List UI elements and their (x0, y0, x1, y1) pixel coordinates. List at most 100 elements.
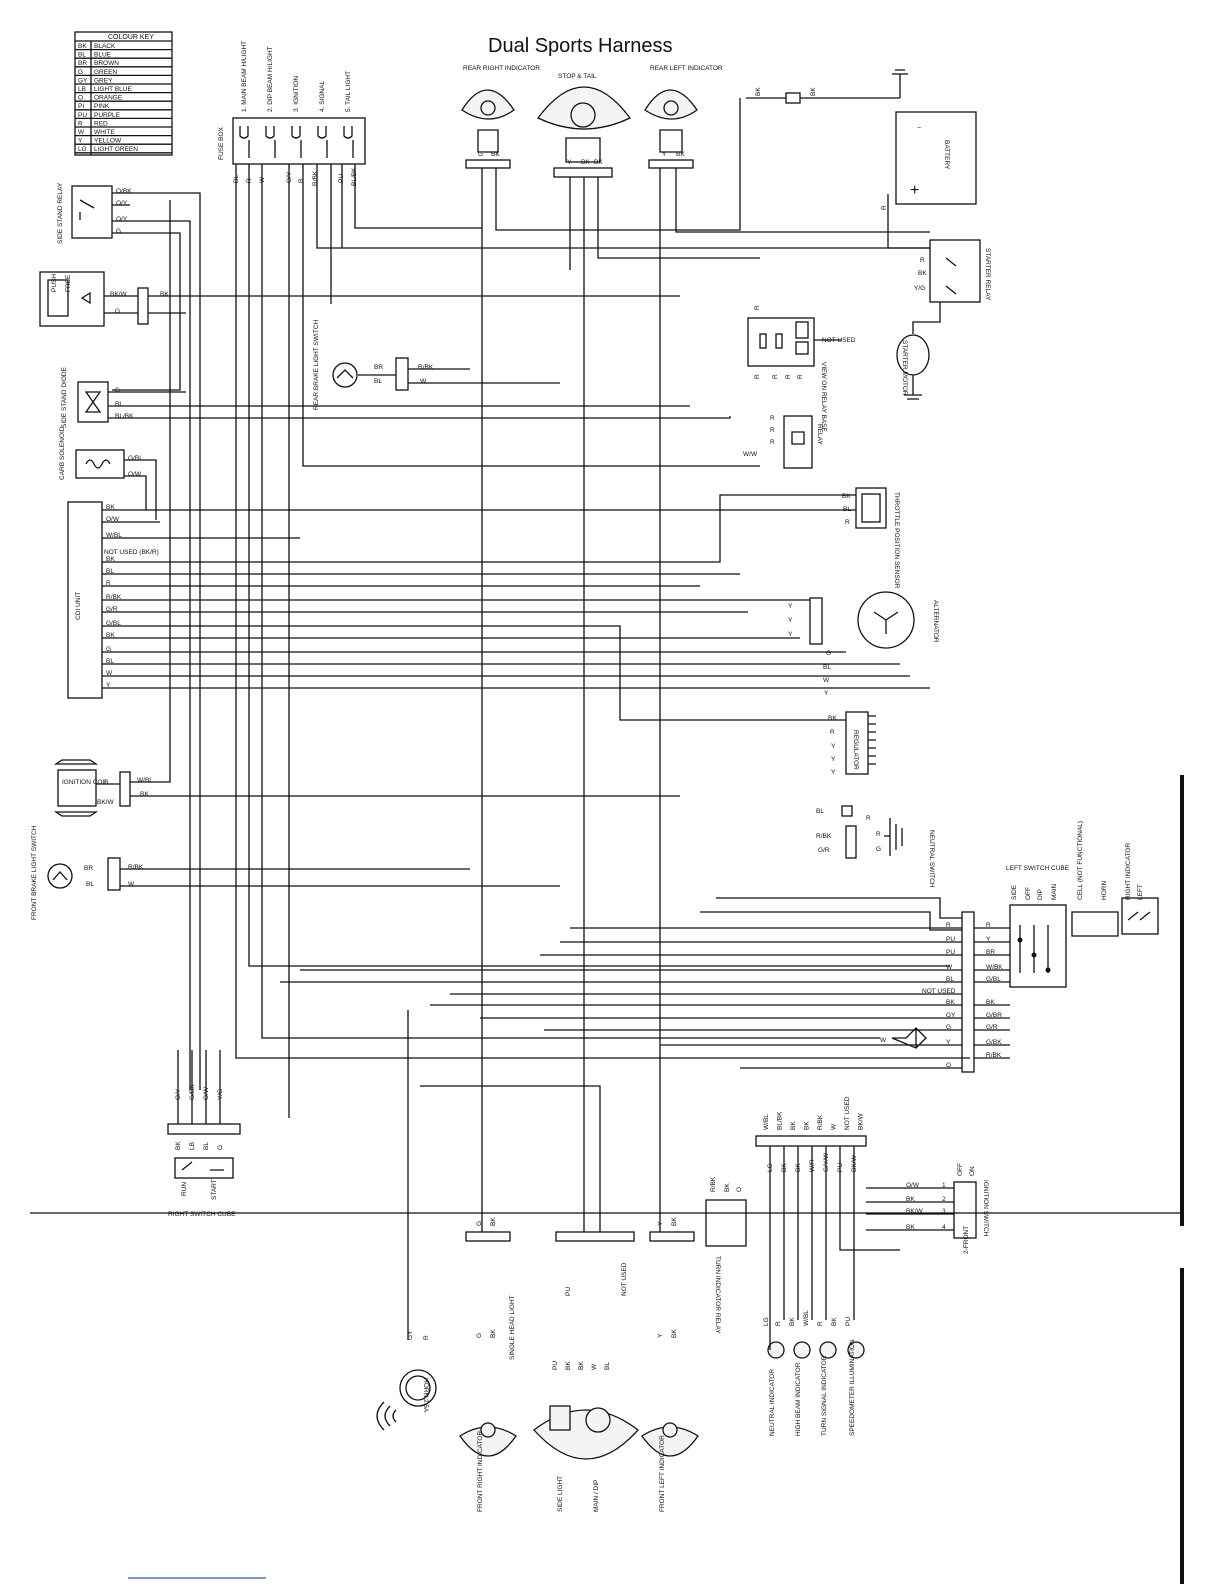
svg-text:Y/G: Y/G (914, 285, 925, 292)
colour-key-code: O (78, 95, 83, 102)
svg-text:BK: BK (491, 151, 500, 158)
svg-text:Y: Y (831, 756, 836, 763)
svg-text:BK: BK (828, 715, 837, 722)
colour-key-code: BR (78, 60, 87, 67)
colour-key-name: YELLOW (94, 138, 122, 145)
svg-text:Y: Y (788, 603, 793, 610)
colour-key-name: RED (94, 120, 108, 127)
svg-text:Y: Y (824, 690, 829, 697)
colour-key-name: LIGHT GREEN (94, 146, 138, 153)
colour-key-name: PINK (94, 103, 110, 110)
dash-wire-label: W/BL (803, 1310, 810, 1326)
lsc-out-wire: R/BK (986, 1052, 1002, 1059)
svg-text:BATTERY: BATTERY (943, 140, 950, 170)
svg-text:G: G (116, 228, 121, 235)
colour-key-code: BL (78, 52, 86, 59)
rear-right-indicator: REAR RIGHT INDICATOR G BK (461, 65, 540, 169)
lsc-header: HORN (1101, 881, 1108, 900)
svg-text:BK: BK (724, 1183, 731, 1192)
svg-text:R: R (866, 815, 871, 822)
lsc-header: SIDE (1011, 884, 1018, 900)
svg-text:BK: BK (490, 1217, 497, 1226)
lsc-header: LEFT (1137, 884, 1144, 900)
svg-text:RELAY: RELAY (816, 424, 823, 445)
svg-text:R: R (830, 729, 835, 736)
rear-brake-light-switch: REAR BRAKE LIGHT SWITCH BR BL R/BK W (313, 320, 434, 410)
svg-text:HORN 2.5A: HORN 2.5A (422, 1378, 429, 1413)
svg-text:BK: BK (578, 1361, 585, 1370)
svg-text:R: R (920, 257, 925, 264)
colour-key-code: LB (78, 86, 86, 93)
svg-text:FRONT BRAKE LIGHT SWITCH: FRONT BRAKE LIGHT SWITCH (31, 825, 38, 920)
svg-text:G: G (478, 151, 483, 158)
svg-text:R/BK: R/BK (710, 1176, 717, 1192)
dash-bulb (819, 1341, 837, 1359)
ignition-switch-wire: O/W (906, 1182, 920, 1189)
main-connector-top-wire: BL/BK (777, 1111, 784, 1130)
colour-key-name: LIGHT BLUE (94, 86, 132, 93)
svg-text:W: W (880, 1037, 887, 1044)
svg-text:STOP & TAIL: STOP & TAIL (558, 73, 597, 80)
cdi-wire-label: BL (106, 568, 114, 575)
svg-text:BL: BL (604, 1362, 611, 1370)
lsc-in-wire: R (946, 922, 951, 929)
dash-indicator-label: HIGH BEAM INDICATOR (795, 1362, 802, 1436)
fuse-4-label: 4. SIGNAL (319, 81, 326, 112)
ignition-switch-wire: BK (906, 1224, 915, 1231)
svg-text:Y: Y (567, 159, 572, 166)
svg-text:R: R (785, 374, 792, 379)
svg-text:BK: BK (160, 291, 169, 298)
svg-text:ALTERNATOR: ALTERNATOR (932, 600, 939, 643)
colour-key-name: WHITE (94, 129, 116, 136)
cdi-not-used-label: NOT USED (BK/R) (104, 549, 159, 556)
svg-text:STARTER MOTOR: STARTER MOTOR (901, 340, 908, 396)
dash-indicator-label: SPEEDOMETER ILLUMINATION (849, 1339, 856, 1436)
dash-bulb (793, 1341, 811, 1359)
lsc-in-wire: BL (946, 976, 954, 983)
svg-text:R: R (770, 415, 775, 422)
svg-text:O/W: O/W (128, 471, 142, 478)
svg-text:R: R (772, 374, 779, 379)
colour-key-code: BK (78, 43, 87, 50)
colour-key-code: R (78, 120, 83, 127)
fuse-3-label: 3. IGNITION (293, 76, 300, 112)
svg-text:BK: BK (565, 1361, 572, 1370)
svg-text:FRONT RIGHT INDICATOR: FRONT RIGHT INDICATOR (477, 1431, 484, 1512)
fuse-wire-label: R/BK (312, 170, 319, 186)
colour-key-name: GREEN (94, 69, 117, 76)
colour-key-code: PU (78, 112, 87, 119)
lsc-in-wire: O (946, 1062, 951, 1069)
stop-tail-light: STOP & TAIL Y BK BK (537, 73, 631, 178)
svg-text:PU: PU (552, 1361, 559, 1370)
svg-text:RUN: RUN (181, 1182, 188, 1196)
svg-text:B: B (104, 779, 108, 786)
svg-text:GY: GY (407, 1330, 414, 1340)
fuse-wire-label: R (298, 178, 305, 183)
fuse-box-label: FUSE BOX (218, 126, 225, 160)
colour-key-name: ORANGE (94, 95, 123, 102)
svg-text:CARB SOLENOID: CARB SOLENOID (59, 426, 66, 480)
lsc-in-wire: NOT USED (922, 988, 956, 995)
svg-text:G: G (115, 308, 120, 315)
colour-key-name: BLUE (94, 52, 112, 59)
lsc-in-wire: Y (946, 1039, 951, 1046)
right-switch-bottom-wire: BL (203, 1142, 210, 1150)
svg-text:BK: BK (490, 1329, 497, 1338)
svg-text:Y: Y (831, 769, 836, 776)
svg-text:START: START (211, 1179, 218, 1200)
svg-text:R: R (770, 439, 775, 446)
svg-text:PUSH: PUSH (51, 274, 58, 292)
svg-text:IGNITION SWITCH: IGNITION SWITCH (982, 1180, 989, 1237)
svg-text:BL: BL (374, 378, 382, 385)
svg-text:REGULATOR: REGULATOR (852, 730, 859, 770)
right-switch-bottom-wire: BK (175, 1141, 182, 1150)
svg-text:G: G (476, 1333, 483, 1338)
svg-text:IGNITION COIL: IGNITION COIL (62, 779, 108, 786)
dash-wire-label: BK (831, 1317, 838, 1326)
relay-base-view: NOT USED VIEW ON RELAY BASE R R R R R (747, 305, 856, 433)
svg-text:G/BL: G/BL (128, 455, 143, 462)
